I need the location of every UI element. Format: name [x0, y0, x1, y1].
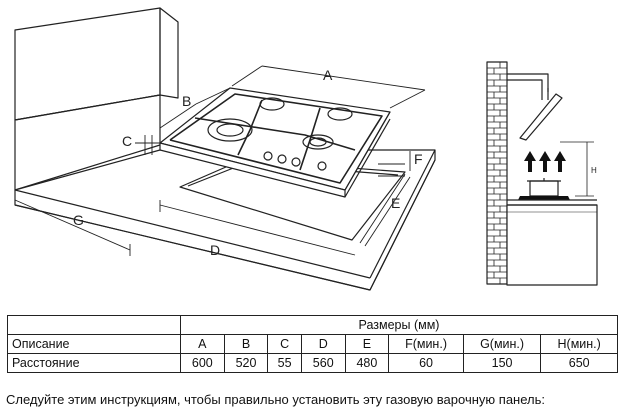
label-b: B: [182, 93, 191, 109]
range-hood: [507, 73, 563, 141]
table-cell: 600: [180, 353, 225, 373]
brick-wall: [486, 61, 508, 285]
table-header-row: Размеры (мм): [7, 315, 618, 335]
column-header: A: [180, 334, 225, 354]
label-g: G: [73, 212, 84, 228]
table-row-description: Описание A B C D E F(мин.) G(мин.) H(мин…: [7, 334, 618, 354]
table-cell: 650: [540, 353, 618, 373]
table-cell: 520: [223, 353, 269, 373]
label-a: A: [323, 67, 333, 83]
column-header: F(мин.): [388, 334, 464, 354]
h-dimension: [560, 141, 594, 197]
table-row-distance: Расстояние 600 520 55 560 480 60 150 650: [7, 353, 618, 373]
column-header: C: [267, 334, 302, 354]
table-cell: 480: [344, 353, 390, 373]
wall-cabinet: [14, 7, 179, 191]
column-header: B: [223, 334, 269, 354]
label-d: D: [210, 242, 220, 258]
label-c: C: [122, 133, 132, 149]
label-h: H: [591, 166, 597, 175]
table-cell: 560: [300, 353, 346, 373]
table-cell: 150: [462, 353, 542, 373]
label-f: F: [414, 151, 423, 167]
sizes-header: Размеры (мм): [180, 315, 618, 335]
column-header: E: [344, 334, 390, 354]
column-header: D: [300, 334, 346, 354]
dimension-lines: [14, 65, 426, 256]
gas-hob: [159, 87, 391, 198]
side-cabinet: [506, 199, 598, 286]
column-header: G(мин.): [462, 334, 542, 354]
table-empty-cell: [7, 315, 181, 335]
row-label-description: Описание: [7, 334, 181, 354]
pot-on-cooktop: [518, 178, 570, 200]
heat-arrows-icon: [524, 151, 566, 172]
installation-diagram: A B C F E G D H: [14, 7, 598, 291]
dimensions-table: Размеры (мм) Описание A B C D E F(мин.) …: [7, 315, 618, 373]
row-label-distance: Расстояние: [7, 353, 181, 373]
table-cell: 60: [388, 353, 464, 373]
label-e: E: [391, 195, 400, 211]
column-header: H(мин.): [540, 334, 618, 354]
table-cell: 55: [267, 353, 302, 373]
instruction-text: Следуйте этим инструкциям, чтобы правиль…: [6, 392, 545, 407]
